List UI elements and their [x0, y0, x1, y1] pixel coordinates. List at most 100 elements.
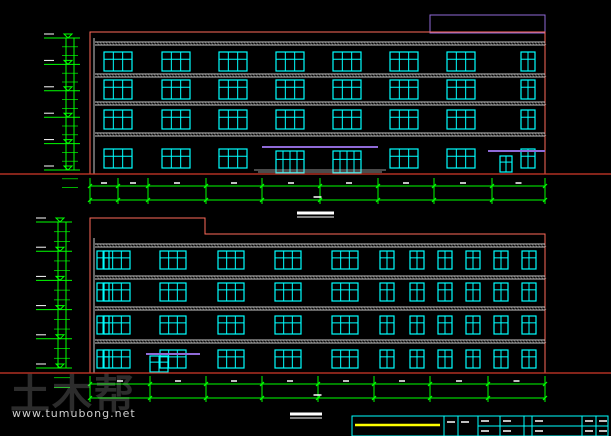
floor-band-hatch: [444, 243, 448, 248]
floor-band-hatch: [474, 243, 478, 248]
floor-band-hatch: [270, 306, 274, 311]
floor-band-hatch: [321, 132, 325, 137]
floor-band-hatch: [516, 339, 520, 344]
floor-band-hatch: [174, 306, 178, 311]
floor-band-hatch: [123, 243, 127, 248]
floor-band-hatch: [522, 101, 526, 106]
floor-band-hatch: [537, 101, 541, 106]
floor-band-hatch: [105, 132, 109, 137]
floor-band-hatch: [183, 41, 187, 46]
floor-band-hatch: [534, 339, 538, 344]
floor-band: [95, 101, 547, 106]
floor-band-hatch: [108, 339, 112, 344]
floor-band-hatch: [255, 306, 259, 311]
floor-band-hatch: [462, 339, 466, 344]
floor-band-hatch: [297, 339, 301, 344]
floor-band-hatch: [465, 339, 469, 344]
floor-band-hatch: [540, 339, 544, 344]
floor-band-hatch: [345, 101, 349, 106]
floor-band-hatch: [441, 243, 445, 248]
floor-band-hatch: [489, 73, 493, 78]
floor-band-hatch: [429, 306, 433, 311]
floor-band-hatch: [453, 132, 457, 137]
floor-band-hatch: [246, 132, 250, 137]
floor-band-hatch: [207, 243, 211, 248]
window-frame: [218, 79, 248, 100]
floor-band-hatch: [141, 243, 145, 248]
floor-band-hatch: [294, 41, 298, 46]
window: [331, 250, 359, 270]
floor-band-hatch: [519, 339, 523, 344]
floor-band-hatch: [147, 306, 151, 311]
floor-band-hatch: [366, 132, 370, 137]
floor-band-hatch: [450, 101, 454, 106]
floor-band-hatch: [318, 41, 322, 46]
floor-band-hatch: [183, 101, 187, 106]
floor-band-hatch: [105, 275, 109, 280]
dimension-tick: [371, 395, 377, 401]
floor-band-hatch: [423, 132, 427, 137]
floor-band-hatch: [294, 132, 298, 137]
floor-band-hatch: [507, 306, 511, 311]
floor-band-hatch: [357, 41, 361, 46]
level-triangle: [62, 139, 74, 145]
floor-band-hatch: [357, 306, 361, 311]
window-frame: [159, 315, 187, 335]
dimension-tick: [315, 395, 321, 401]
floor-band-hatch: [285, 73, 289, 78]
floor-band-hatch: [300, 41, 304, 46]
floor-band-hatch: [360, 41, 364, 46]
floor-band-hatch: [531, 73, 535, 78]
floor-band-hatch: [411, 41, 415, 46]
floor-band-hatch: [396, 73, 400, 78]
floor-band-hatch: [141, 73, 145, 78]
floor-band-hatch: [489, 306, 493, 311]
floor-band-hatch: [363, 275, 367, 280]
floor-band-hatch: [342, 243, 346, 248]
dimension-tick: [427, 395, 433, 401]
floor-band-hatch: [111, 275, 115, 280]
floor-band-hatch: [183, 275, 187, 280]
window-frame: [103, 109, 133, 130]
floor-band-hatch: [507, 275, 511, 280]
floor-band-hatch: [123, 73, 127, 78]
floor-band-hatch: [168, 306, 172, 311]
window: [275, 150, 305, 174]
floor-band-hatch: [450, 306, 454, 311]
floor-band-hatch: [426, 275, 430, 280]
window: [409, 250, 425, 270]
floor-band-hatch: [417, 275, 421, 280]
floor-band-hatch: [339, 41, 343, 46]
floor-band-hatch: [372, 101, 376, 106]
floor-band-hatch: [390, 243, 394, 248]
floor-band-hatch: [441, 275, 445, 280]
floor-band-hatch: [471, 306, 475, 311]
floor-band-hatch: [249, 275, 253, 280]
floor-band-hatch: [435, 306, 439, 311]
floor-band-hatch: [369, 339, 373, 344]
floor-band-hatch: [153, 275, 157, 280]
floor-band-hatch: [483, 243, 487, 248]
floor-band-hatch: [369, 275, 373, 280]
floor-band-hatch: [456, 339, 460, 344]
window-frame: [161, 51, 191, 72]
floor-band-hatch: [489, 243, 493, 248]
floor-band-hatch: [333, 275, 337, 280]
floor-band-hatch: [507, 339, 511, 344]
floor-band-hatch: [261, 41, 265, 46]
floor-band-hatch: [165, 339, 169, 344]
floor-band-hatch: [99, 132, 103, 137]
floor-band-hatch: [444, 73, 448, 78]
floor-band-hatch: [165, 132, 169, 137]
floor-band-hatch: [339, 101, 343, 106]
floor-band-hatch: [147, 339, 151, 344]
floor-band-hatch: [423, 275, 427, 280]
floor-band-hatch: [186, 101, 190, 106]
floor-band-hatch: [381, 306, 385, 311]
floor-band-hatch: [540, 41, 544, 46]
floor-band-hatch: [240, 243, 244, 248]
floor-band-hatch: [246, 275, 250, 280]
floor-band-hatch: [336, 339, 340, 344]
window: [218, 51, 248, 72]
